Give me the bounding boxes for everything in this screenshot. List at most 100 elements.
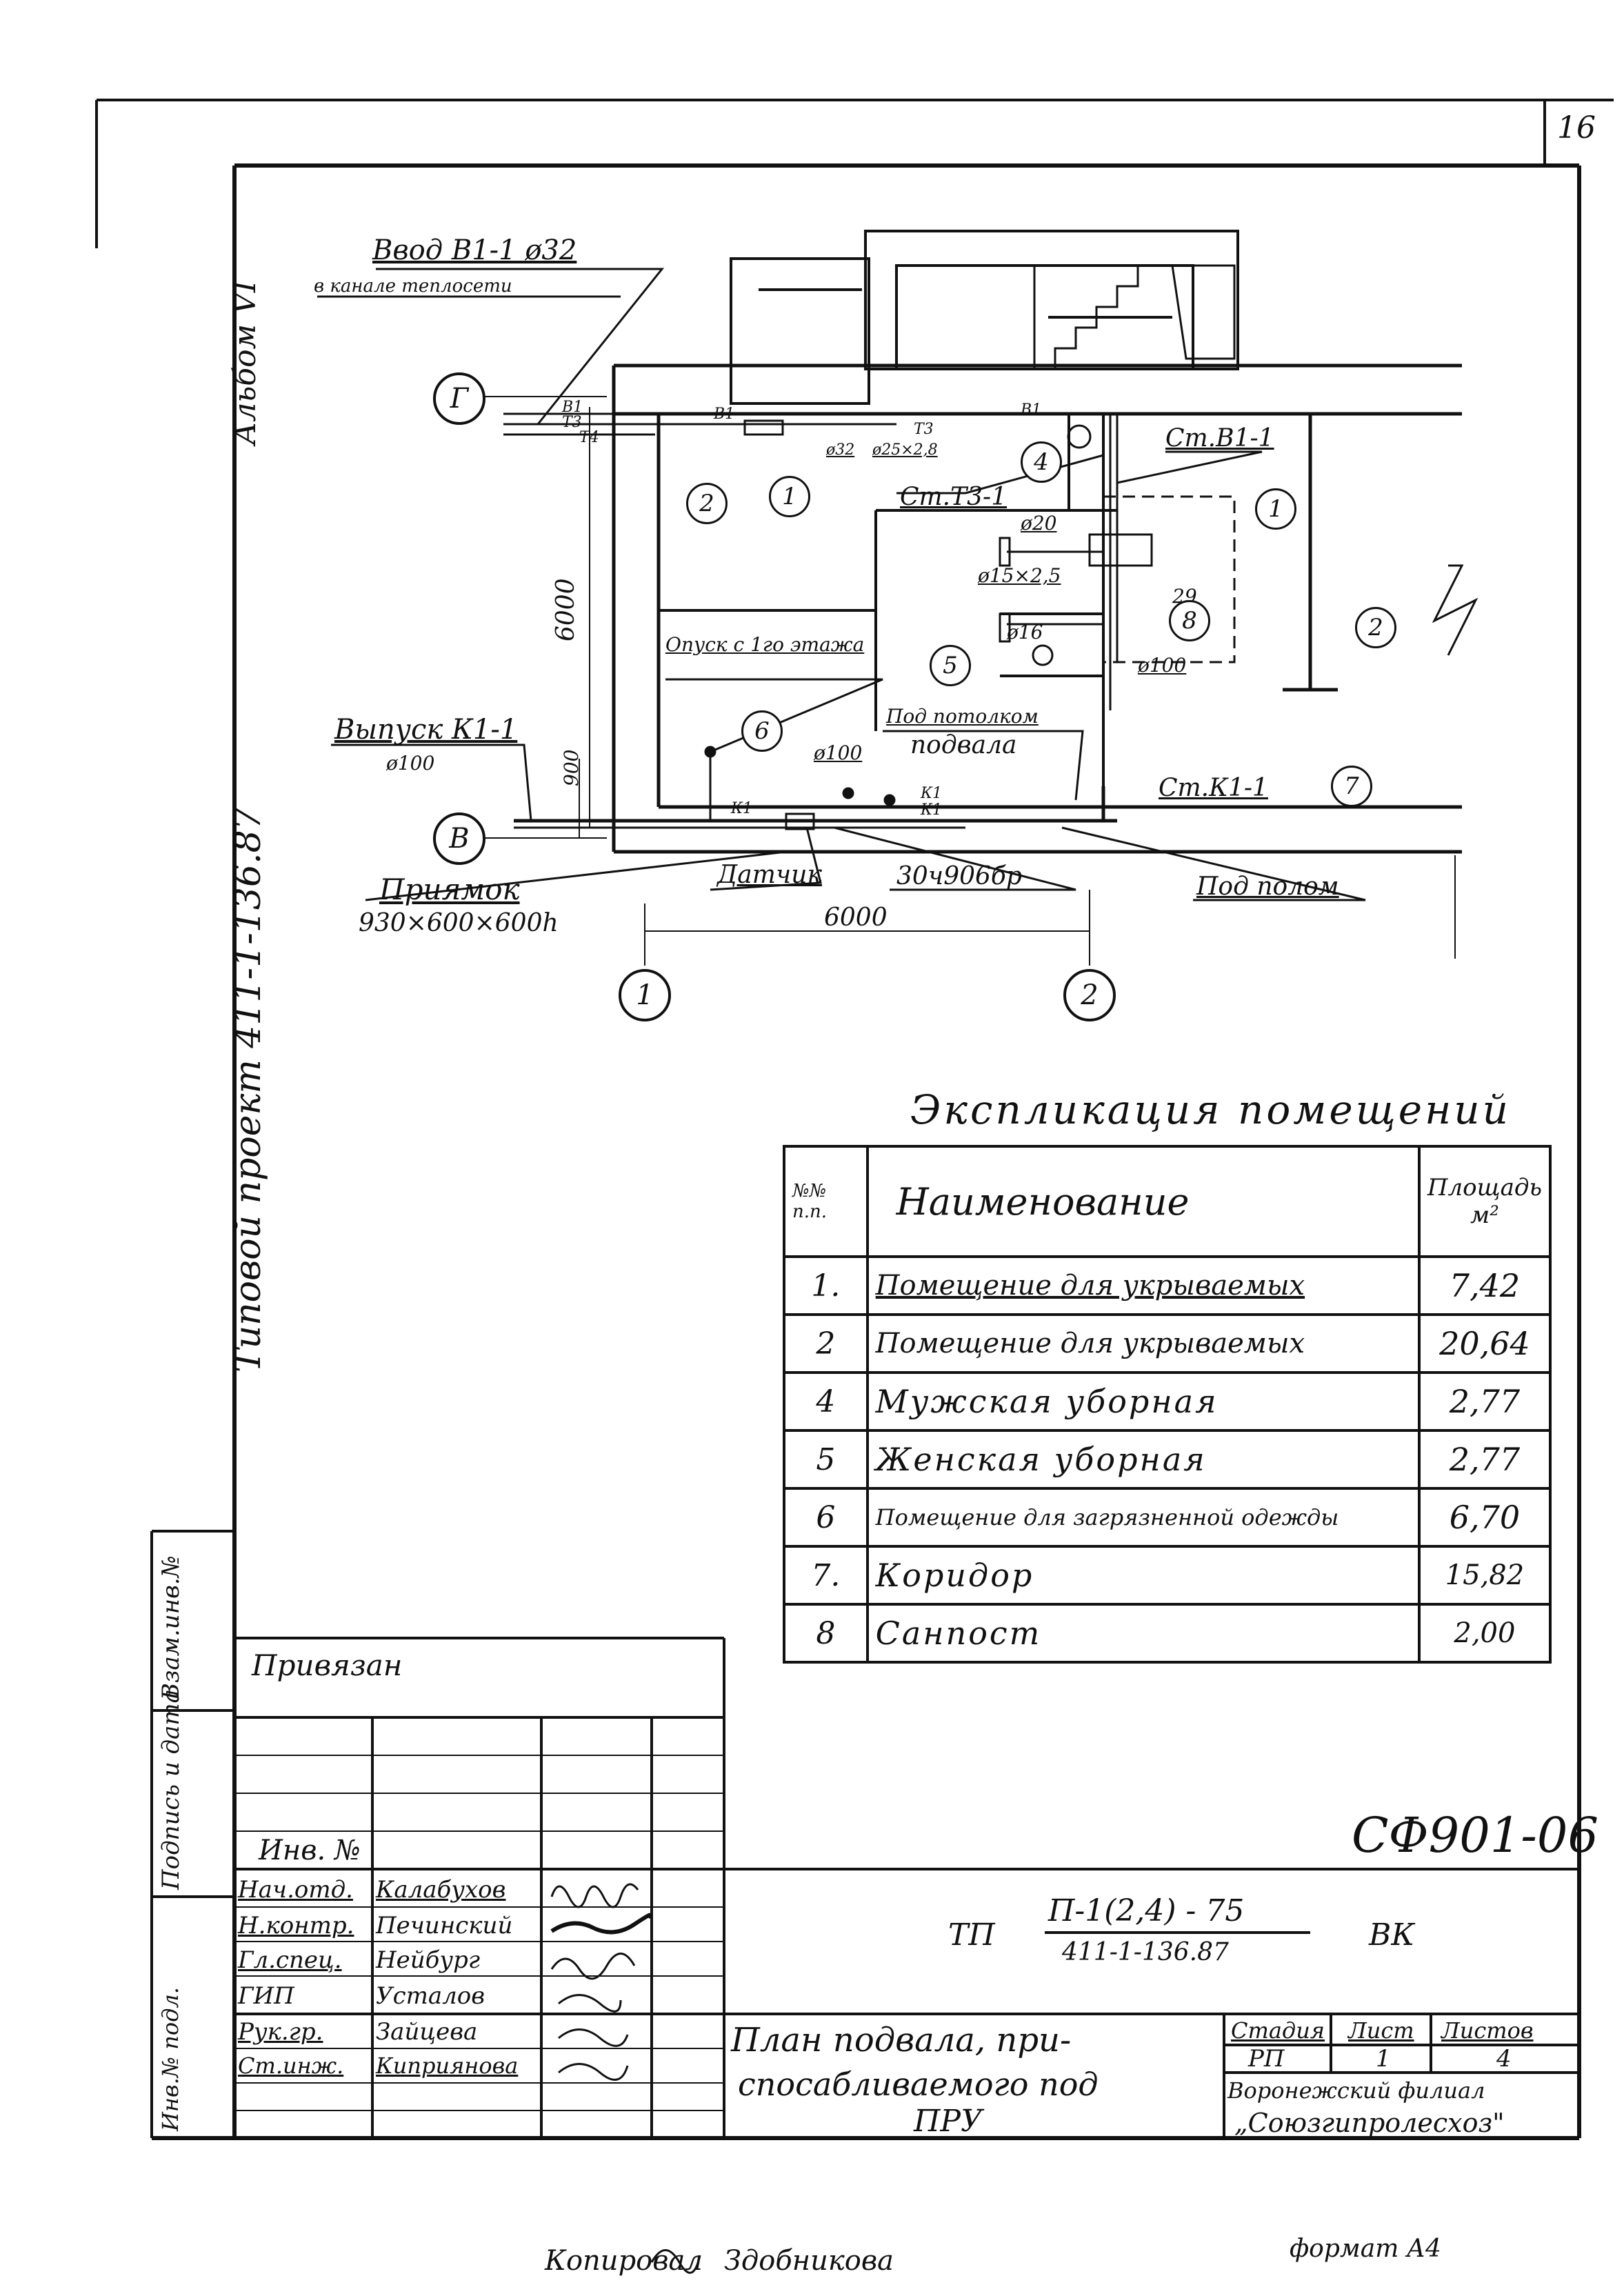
row-name: Помещение для укрываемых <box>865 1313 1421 1374</box>
basement-plan <box>317 230 1478 966</box>
row-area: 2,00 <box>1417 1603 1552 1664</box>
vypusk-dia-label: ø100 <box>386 752 435 775</box>
row-num: 4 <box>783 1371 869 1432</box>
header-name: Наименование <box>865 1145 1421 1258</box>
row-area: 15,82 <box>1417 1545 1552 1606</box>
sheets-label: Листов <box>1441 2017 1534 2044</box>
pipe-b1-label: В1 <box>562 399 583 416</box>
explication-header-row: №№ п.п. Наименование Площадь м² <box>783 1145 1552 1258</box>
tp-fraction-line <box>1045 1931 1310 1934</box>
k1-label-b: К1 <box>921 785 943 802</box>
k1-label-a: К1 <box>731 800 753 817</box>
staff-role: Рук.гр. <box>238 2018 323 2046</box>
vvod-label: Ввод В1-1 ø32 <box>372 235 577 266</box>
sheet-value: 1 <box>1376 2045 1391 2073</box>
pipe-b1-mid-label: В1 <box>714 406 735 423</box>
signatures <box>550 1883 701 2274</box>
row-num: 8 <box>783 1603 869 1664</box>
row-area: 2,77 <box>1417 1371 1552 1432</box>
staff-role: ГИП <box>238 1982 294 2010</box>
pipe-t3-label: Т3 <box>562 414 582 431</box>
podvala-label: подвала <box>910 731 1017 759</box>
room-mark: 4 <box>1021 441 1062 483</box>
table-row: 5 Женская уборная 2,77 <box>783 1429 1552 1490</box>
row-area: 7,42 <box>1417 1255 1552 1316</box>
row-name: Помещение для загрязненной одежды <box>865 1487 1421 1548</box>
st-k1-label: Ст.К1-1 <box>1159 774 1268 802</box>
axis-v: В <box>433 812 485 865</box>
inv-no-label: Инв. № <box>259 1835 361 1866</box>
pod-potolkom-label: Под потолком <box>886 705 1039 728</box>
room-mark: 7 <box>1331 766 1372 807</box>
row-num: 7. <box>783 1545 869 1606</box>
staff-role: Нач.отд. <box>238 1876 353 1904</box>
header-area: Площадь м² <box>1417 1145 1552 1258</box>
table-row: 2 Помещение для укрываемых 20,64 <box>783 1313 1552 1374</box>
row-name: Мужская уборная <box>865 1371 1421 1432</box>
row-num: 6 <box>783 1487 869 1548</box>
axis-1: 1 <box>619 969 671 1021</box>
tp-suffix: ВК <box>1369 1917 1415 1953</box>
table-row: 8 Санпост 2,00 <box>783 1603 1552 1664</box>
copied-label: Копировал <box>545 2245 703 2277</box>
privyazan-label: Привязан <box>252 1648 403 1682</box>
drawing-title-line-1: План подвала, при- <box>731 2021 1072 2059</box>
room-mark: 1 <box>1255 488 1296 530</box>
tp-prefix: ТП <box>948 1917 995 1953</box>
row-area: 2,77 <box>1417 1429 1552 1490</box>
format-label: формат А4 <box>1290 2235 1441 2263</box>
tp-numerator: П-1(2,4) - 75 <box>1048 1893 1245 1928</box>
row-name: Женская уборная <box>865 1429 1421 1490</box>
priyamok-label: Приямок <box>379 872 520 906</box>
dia-100-right-label: ø100 <box>1138 654 1187 677</box>
vvod-sublabel: в канале теплосети <box>314 276 512 297</box>
dia-20-label: ø20 <box>1021 512 1057 535</box>
dia-16-label: ø16 <box>1007 621 1043 643</box>
org-line-1: Воронежский филиал <box>1227 2077 1485 2104</box>
datchik-label: Датчик <box>717 861 822 889</box>
vypusk-label: Выпуск К1-1 <box>334 714 518 746</box>
axis-2: 2 <box>1063 969 1116 1021</box>
org-line-2: „Союзгипролесхоз" <box>1234 2108 1505 2138</box>
table-row: 7. Коридор 15,82 <box>783 1545 1552 1606</box>
table-row: 6 Помещение для загрязненной одежды 6,70 <box>783 1487 1552 1548</box>
header-num: №№ п.п. <box>783 1145 869 1258</box>
room-mark: 2 <box>686 483 728 524</box>
staff-name: Печинский <box>376 1912 513 1939</box>
explication-title: Экспликация помещений <box>910 1086 1511 1133</box>
room-mark: 6 <box>741 710 783 752</box>
tp-denominator: 411-1-136.87 <box>1062 1938 1229 1966</box>
pipe-t4-label: Т4 <box>579 429 599 446</box>
doc-code: СФ901-06 <box>1352 1807 1598 1864</box>
staff-role: Н.контр. <box>238 1912 354 1939</box>
staff-name: Нейбург <box>376 1946 481 1974</box>
dia-100-low-label: ø100 <box>814 741 863 764</box>
st-t3-label: Ст.Т3-1 <box>900 483 1008 511</box>
row-num: 1. <box>783 1255 869 1316</box>
row-name: Санпост <box>865 1603 1421 1664</box>
row-area: 20,64 <box>1417 1313 1552 1374</box>
drawing-title-line-2: спосабливаемого под <box>738 2066 1099 2103</box>
code-30ch-label: 30ч906бр <box>896 862 1022 890</box>
stage-value: РП <box>1248 2045 1285 2073</box>
stage-label: Стадия <box>1231 2017 1325 2044</box>
dia-32-label: ø32 <box>826 441 855 459</box>
k1-label-c: К1 <box>921 801 943 819</box>
staff-role: Гл.спец. <box>238 1946 342 1974</box>
staff-name: Зайцева <box>376 2018 478 2046</box>
explication-table: №№ п.п. Наименование Площадь м² 1. Помещ… <box>783 1145 1552 1664</box>
st-b1-label: Ст.В1-1 <box>1165 424 1274 452</box>
room-mark: 1 <box>769 476 810 517</box>
dia-25x28-label: ø25×2,8 <box>872 441 938 459</box>
staff-name: Усталов <box>376 1982 485 2010</box>
room-mark: 2 <box>1355 607 1396 648</box>
sheets-value: 4 <box>1496 2045 1512 2073</box>
staff-name: Киприянова <box>376 2053 519 2079</box>
row-name: Помещение для укрываемых <box>865 1255 1421 1316</box>
room-mark: 5 <box>930 645 971 686</box>
room-mark: 8 <box>1169 600 1210 641</box>
dia-15x25-label: ø15×2,5 <box>978 564 1061 587</box>
table-row: 1. Помещение для укрываемых 7,42 <box>783 1255 1552 1316</box>
